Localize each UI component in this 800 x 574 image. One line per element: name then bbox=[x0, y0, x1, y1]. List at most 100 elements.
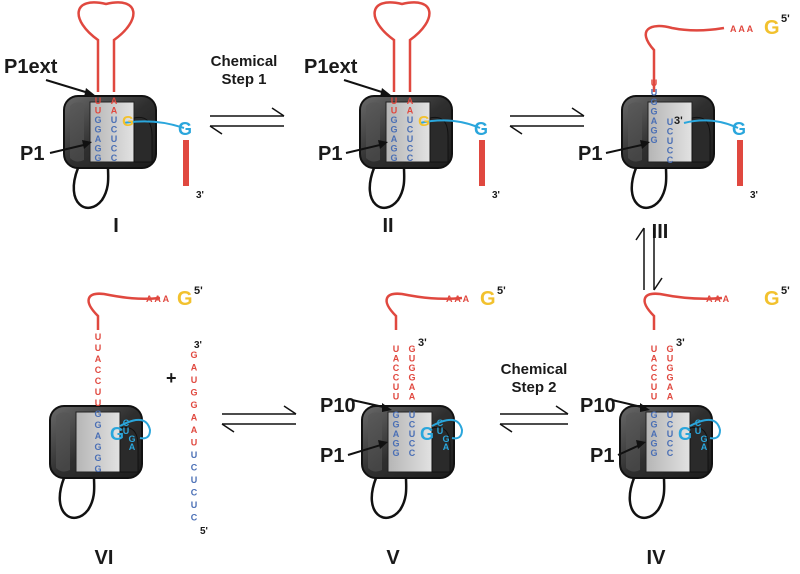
p10-base: A bbox=[651, 354, 658, 364]
p1-label: P1 bbox=[20, 143, 44, 165]
product-base: A bbox=[95, 354, 102, 364]
jg-base: C bbox=[437, 418, 444, 428]
state-numeral: II bbox=[382, 215, 393, 237]
p1-base: G bbox=[390, 153, 397, 163]
oligo-base: U bbox=[191, 375, 198, 385]
p10-base: C bbox=[651, 373, 658, 383]
product-strand bbox=[87, 292, 161, 330]
exogenous-g-label: G bbox=[122, 113, 134, 130]
p10-base: A bbox=[409, 382, 416, 392]
p1-base: G bbox=[650, 107, 657, 117]
aaa-label: A A A bbox=[146, 294, 170, 304]
p1-base: G bbox=[94, 153, 101, 163]
p10-base: C bbox=[393, 363, 400, 373]
product-base: U bbox=[95, 343, 102, 353]
p1-base: A bbox=[651, 116, 658, 126]
product-strand bbox=[644, 24, 725, 92]
p1-base: C bbox=[407, 153, 414, 163]
oligo-base: G bbox=[190, 350, 197, 360]
jg-base: U bbox=[123, 426, 130, 436]
five-prime-label: 5' bbox=[194, 285, 203, 297]
state-numeral: V bbox=[386, 547, 400, 569]
p1ext-label: P1ext bbox=[304, 56, 358, 78]
equilibrium-iii-iv bbox=[635, 227, 663, 291]
p10-base: C bbox=[651, 363, 658, 373]
p10-base: G bbox=[408, 363, 415, 373]
p1-base: G bbox=[650, 126, 657, 136]
p1-base: G bbox=[390, 144, 397, 154]
aaa-label: A A A bbox=[706, 294, 730, 304]
three-prime-label: 3' bbox=[676, 337, 685, 349]
five-prime-label: 5' bbox=[781, 13, 790, 25]
product-base: G bbox=[94, 442, 101, 452]
oligo-base: A bbox=[191, 425, 198, 435]
oligo-base: C bbox=[191, 513, 198, 523]
p10-base: C bbox=[393, 373, 400, 383]
p1ext-label: P1ext bbox=[4, 56, 58, 78]
oligo-base: A bbox=[191, 363, 198, 373]
three-prime-label: 3' bbox=[492, 190, 500, 201]
oligo-base: U bbox=[191, 475, 198, 485]
five-prime-label: 5' bbox=[497, 285, 506, 297]
p1-label: P1 bbox=[318, 143, 342, 165]
jg-linker bbox=[419, 119, 481, 129]
product-base: G bbox=[94, 464, 101, 474]
p10-base: G bbox=[408, 344, 415, 354]
product-base: G bbox=[94, 420, 101, 430]
p1-base: U bbox=[651, 78, 658, 88]
p10-base: U bbox=[651, 382, 658, 392]
equilibrium-iv-v: Chemical Step 2 bbox=[499, 361, 569, 433]
p10-base: U bbox=[651, 344, 658, 354]
p1-base: U bbox=[667, 136, 674, 146]
product-base: C bbox=[95, 365, 102, 375]
p1-base: U bbox=[409, 410, 416, 420]
p1-label: P1 bbox=[320, 445, 344, 467]
jg-base: G bbox=[700, 434, 707, 444]
equilibrium-ii-iii bbox=[509, 107, 585, 135]
p10-base: U bbox=[651, 392, 658, 402]
oligo-base: C bbox=[191, 488, 198, 498]
p1-base: U bbox=[407, 134, 414, 144]
p1-base: C bbox=[667, 155, 674, 165]
g-5prime-label: G bbox=[764, 17, 780, 39]
jg-base: U bbox=[695, 426, 702, 436]
state-ii: G G 3' P1ext P1 II bbox=[304, 1, 500, 237]
p10-base: U bbox=[393, 344, 400, 354]
p1-base: G bbox=[392, 420, 399, 430]
product-base: U bbox=[95, 387, 102, 397]
p10-base: U bbox=[409, 354, 416, 364]
five-prime-label: 5' bbox=[200, 526, 208, 537]
state-i: G G 3' P1ext P1 I bbox=[4, 1, 204, 237]
p1-base: C bbox=[409, 448, 416, 458]
p10-base: A bbox=[667, 392, 674, 402]
state-numeral: I bbox=[113, 215, 119, 237]
aaa-label: A A A bbox=[446, 294, 470, 304]
p1-base: C bbox=[407, 144, 414, 154]
plus-sign: + bbox=[166, 368, 177, 388]
three-prime-label: 3' bbox=[750, 190, 758, 201]
p1-base: G bbox=[392, 439, 399, 449]
p1-base: G bbox=[94, 144, 101, 154]
p1-base: A bbox=[407, 106, 414, 116]
p1-base: G bbox=[650, 448, 657, 458]
step2-line1: Chemical bbox=[501, 361, 568, 378]
three-prime-label: 3' bbox=[674, 115, 683, 127]
p1-base: U bbox=[667, 117, 674, 127]
p10-base: G bbox=[666, 344, 673, 354]
p1-base: G bbox=[650, 410, 657, 420]
oligo-base: A bbox=[191, 413, 198, 423]
p1-base: G bbox=[390, 115, 397, 125]
product-base: U bbox=[95, 332, 102, 342]
step2-line2: Step 2 bbox=[511, 379, 556, 396]
state-numeral: IV bbox=[647, 547, 667, 569]
p1-base: C bbox=[667, 146, 674, 156]
g-5prime-label: G bbox=[764, 288, 780, 310]
product-strand bbox=[643, 292, 723, 330]
p1-base: U bbox=[95, 96, 102, 106]
g-5prime-label: G bbox=[480, 288, 496, 310]
p1-base: C bbox=[409, 420, 416, 430]
p1-base: C bbox=[407, 125, 414, 135]
p1-base: C bbox=[667, 448, 674, 458]
